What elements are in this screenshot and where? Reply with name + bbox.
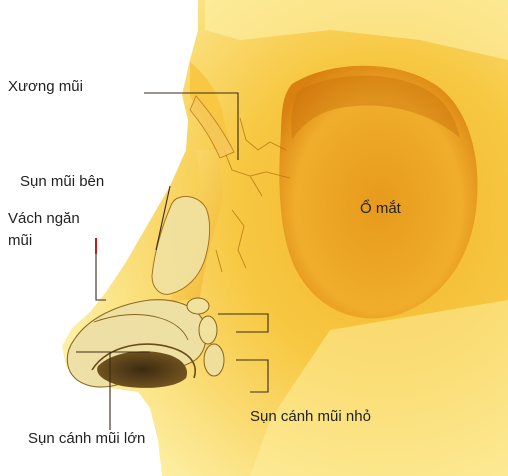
minor-alar-cartilage-3	[204, 344, 224, 376]
label-major-alar: Sụn cánh mũi lớn	[28, 430, 145, 448]
label-septum-line2: mũi	[8, 232, 32, 250]
label-nasal-bone: Xương mũi	[8, 78, 83, 96]
label-lateral-cartilage: Sụn mũi bên	[20, 173, 104, 191]
leader-septum	[96, 254, 106, 300]
label-minor-alar: Sụn cánh mũi nhỏ	[250, 408, 371, 426]
label-septum-line1: Vách ngăn	[8, 210, 80, 228]
minor-alar-cartilage-1	[187, 298, 209, 314]
label-orbit: Ổ mắt	[360, 200, 401, 218]
minor-alar-cartilage-2	[199, 316, 217, 344]
